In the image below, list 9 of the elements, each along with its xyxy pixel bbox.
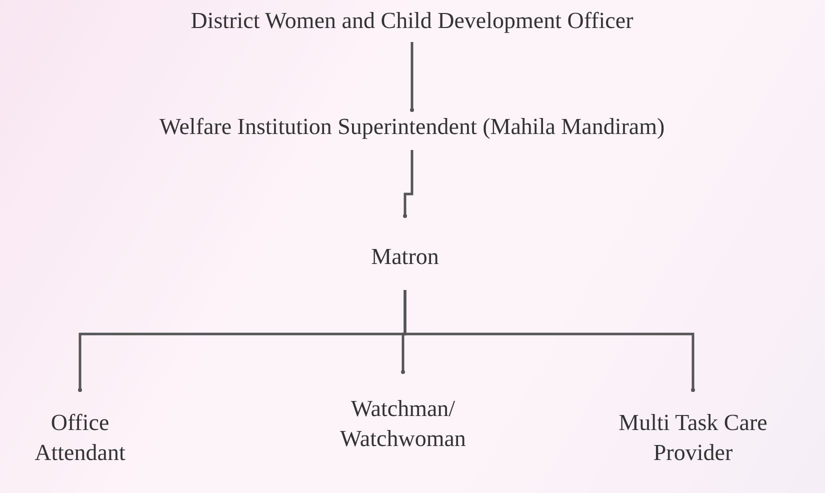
connector-line [410, 42, 414, 112]
role-title: Watchman/ Watchwoman [339, 395, 467, 453]
role-title: Matron [371, 243, 439, 271]
role-title: Multi Task Care Provider [618, 409, 768, 467]
role-title: Office Attendant [34, 409, 126, 467]
connector-line [403, 150, 414, 218]
role-title: District Women and Child Development Officer [190, 7, 634, 35]
role-title: Welfare Institution Superintendent (Mahila Mandiram) [159, 113, 665, 141]
connector-line [404, 290, 695, 392]
